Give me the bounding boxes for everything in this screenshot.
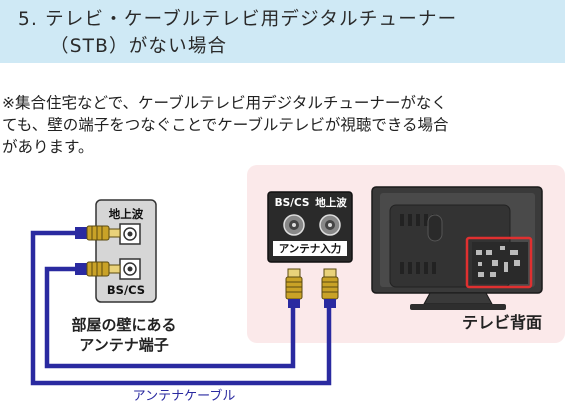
tv-antenna-input-panel: BS/CS 地上波 アンテナ入力 <box>267 191 353 263</box>
connector-plug-icon <box>75 225 121 241</box>
connector-plug-icon <box>75 261 121 277</box>
tv-plug-connectors <box>285 268 339 308</box>
tv-back-label: テレビ背面 <box>462 313 542 332</box>
tv-input-label-bs-cs: BS/CS <box>275 197 310 209</box>
wall-outlet-caption-line-1: 部屋の壁にある <box>71 316 176 334</box>
description-line-3: があります。 <box>2 138 94 156</box>
wall-label-bs-cs: BS/CS <box>107 283 145 297</box>
wall-antenna-outlet: 地上波 BS/CS <box>95 199 157 303</box>
connector-plug-icon <box>321 268 339 308</box>
antenna-cable-label: アンテナケーブル <box>133 388 236 404</box>
heading-line-1: 5. テレビ・ケーブルテレビ用デジタルチューナー <box>18 9 458 30</box>
description-line-1: ※集合住宅などで、ケーブルテレビ用デジタルチューナーがなく <box>2 94 447 112</box>
description-line-2: ても、壁の端子をつなぐことでケーブルテレビが視聴できる場合 <box>2 116 449 134</box>
terminal-highlight <box>465 236 533 289</box>
wall-outlet-caption-line-2: アンテナ端子 <box>79 336 168 354</box>
wall-plug-connectors <box>75 225 121 277</box>
antenna-cables <box>30 230 332 386</box>
cable-terrestrial <box>30 230 332 386</box>
heading-line-2: （STB）がない場合 <box>50 36 228 57</box>
wall-label-terrestrial: 地上波 <box>109 207 144 221</box>
cable-bs-cs <box>44 266 296 369</box>
tv-input-caption: アンテナ入力 <box>279 242 342 255</box>
tv-back-illustration <box>371 186 543 310</box>
section-heading: 5. テレビ・ケーブルテレビ用デジタルチューナー （STB）がない場合 <box>0 0 565 63</box>
tv-input-label-terrestrial: 地上波 <box>315 196 347 209</box>
connector-plug-icon <box>285 268 303 308</box>
description: ※集合住宅などで、ケーブルテレビ用デジタルチューナーがなく ても、壁の端子をつな… <box>2 92 572 158</box>
